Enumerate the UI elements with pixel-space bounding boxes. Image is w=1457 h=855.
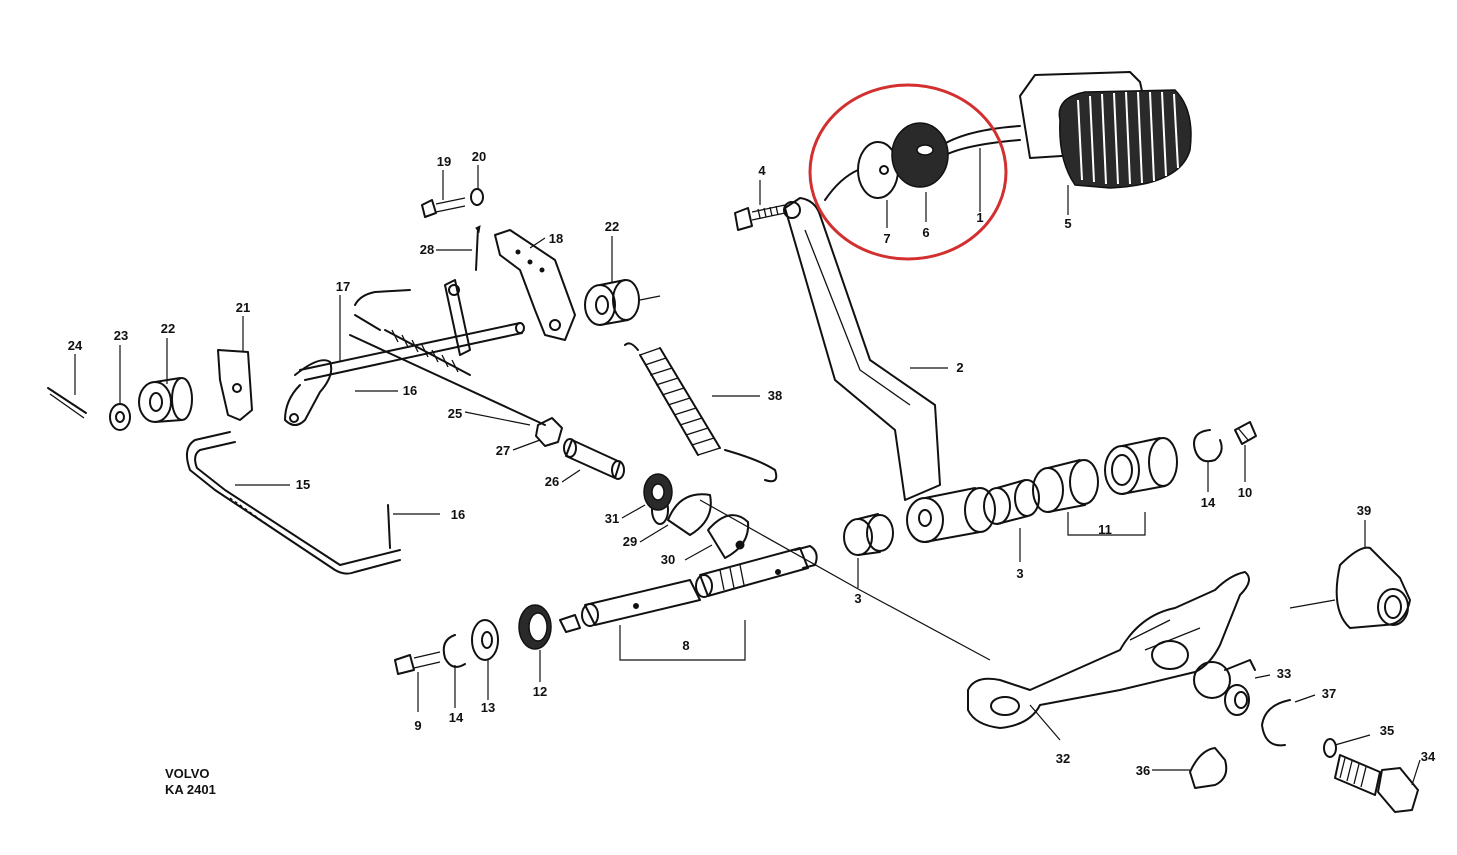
part-7-washer (824, 141, 899, 201)
part-12-seal (518, 604, 581, 650)
part-32-fork (967, 571, 1250, 729)
label-28: 28 (420, 242, 434, 257)
part-37-circlip (1261, 699, 1291, 747)
label-23: 23 (114, 328, 128, 343)
part-28-pin (475, 225, 481, 271)
label-7: 7 (883, 231, 890, 246)
label-16: 16 (403, 383, 417, 398)
part-16-pin (387, 504, 391, 549)
part-38-spring (624, 342, 778, 483)
label-20: 20 (472, 149, 486, 164)
label-6: 6 (922, 225, 929, 240)
part-3-bushing-left (843, 513, 894, 556)
label-31: 31 (605, 511, 619, 526)
part-26-sleeve (563, 438, 625, 480)
label-14b: 14 (1201, 495, 1216, 510)
label-14: 14 (449, 710, 464, 725)
label-30: 30 (661, 552, 675, 567)
label-38: 38 (768, 388, 782, 403)
label-34: 34 (1421, 749, 1436, 764)
label-15: 15 (296, 477, 310, 492)
label-11: 11 (1098, 522, 1112, 537)
part-15-rod (185, 431, 401, 575)
part-6-bumper (891, 122, 949, 188)
pedal-hub (906, 487, 996, 543)
label-1: 1 (976, 210, 983, 225)
part-10-cap (1234, 421, 1257, 445)
label-27: 27 (496, 443, 510, 458)
label-29: 29 (623, 534, 637, 549)
brand-block: VOLVO KA 2401 (165, 766, 216, 797)
part-22-bushing-upper (584, 279, 661, 326)
label-25: 25 (448, 406, 462, 421)
part-3-bushing-right (983, 479, 1040, 525)
label-35: 35 (1380, 723, 1394, 738)
label-12: 12 (533, 684, 547, 699)
label-21: 21 (236, 300, 250, 315)
label-3: 3 (1016, 566, 1023, 581)
part-31-washer (643, 473, 673, 511)
part-35-washer (1323, 738, 1337, 758)
label-32: 32 (1056, 751, 1070, 766)
part-24-pin (47, 387, 87, 419)
pedal-pad (1019, 71, 1192, 189)
part-23-washer (109, 403, 131, 431)
label-10: 10 (1238, 485, 1252, 500)
label-3b: 3 (854, 591, 861, 606)
label-9: 9 (414, 718, 421, 733)
label-19: 19 (437, 154, 451, 169)
pedal-arm (783, 125, 1021, 501)
label-22: 22 (605, 219, 619, 234)
highlight-circle (808, 83, 1008, 261)
label-26: 26 (545, 474, 559, 489)
label-17: 17 (336, 279, 350, 294)
label-24: 24 (68, 338, 83, 353)
label-13: 13 (481, 700, 495, 715)
part-14-circlip-left (442, 634, 466, 668)
label-18: 18 (549, 231, 563, 246)
label-16b: 16 (451, 507, 465, 522)
label-2: 2 (956, 360, 963, 375)
part-11-bushings (1032, 437, 1178, 513)
label-39: 39 (1357, 503, 1371, 518)
part-14-circlip-right (1193, 429, 1223, 463)
part-21-plate (217, 349, 253, 421)
part-9-bolt (394, 651, 441, 675)
brand-line-2: KA 2401 (165, 782, 216, 797)
part-34-bolt (1334, 754, 1419, 813)
label-37: 37 (1322, 686, 1336, 701)
part-13-washer (471, 619, 499, 661)
part-19-20-bolt (421, 188, 484, 218)
part-39-bearing-sleeve (1289, 546, 1411, 629)
part-18-bracket (494, 229, 576, 341)
label-36: 36 (1136, 763, 1150, 778)
part-36-clip (1189, 747, 1228, 789)
brand-line-1: VOLVO (165, 766, 210, 781)
part-8-shaft (581, 545, 818, 627)
part-27-nut (535, 417, 563, 447)
part-22-bushing-lower (138, 377, 193, 423)
label-22b: 22 (161, 321, 175, 336)
part-33-ball-joint (1193, 659, 1256, 716)
label-8: 8 (682, 638, 689, 653)
label-33: 33 (1277, 666, 1291, 681)
label-4: 4 (758, 163, 766, 178)
part-numbers: 1 2 3 3 4 5 6 7 8 9 10 11 12 13 14 14 15… (68, 149, 1436, 778)
part-4-bolt (734, 204, 786, 231)
leader-lines (74, 148, 1421, 786)
label-5: 5 (1064, 216, 1071, 231)
part-17-lever-shaft (299, 279, 525, 381)
part-16-arm (284, 359, 333, 426)
